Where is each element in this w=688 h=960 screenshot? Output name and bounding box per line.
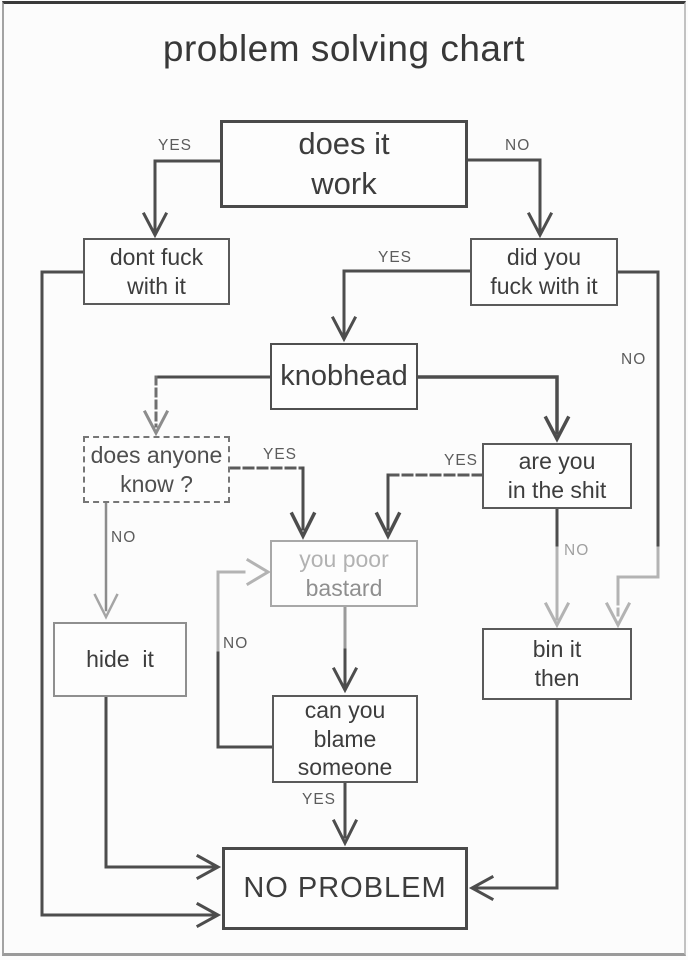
node-poor-bastard-line1: you poor (299, 545, 389, 572)
edge-knobhead-right (416, 375, 571, 443)
edge-hide-it-down (104, 695, 222, 881)
edge-label-did-you-fuck-yes: YES (378, 249, 413, 266)
node-hide-it: hide it (53, 622, 187, 697)
node-dont-fuck-line1: dont fuck (109, 243, 204, 270)
edge-label-did-you-fuck-no: NO (621, 351, 647, 368)
edge-dont-fuck-down (40, 270, 222, 929)
edge-can-you-blame-no (216, 557, 274, 749)
node-blame-line1: can you (304, 696, 386, 723)
edge-label-can-you-blame-no: NO (223, 635, 249, 652)
node-bin-it-then: bin it then (482, 628, 632, 700)
node-no-problem: NO PROBLEM (222, 847, 468, 930)
edge-can-you-blame-yes (331, 781, 359, 847)
node-did-you-fuck-line1: did you (506, 244, 582, 271)
edge-label-are-you-no: NO (564, 542, 590, 559)
edge-label-can-you-blame-yes: YES (302, 791, 337, 808)
node-does-it-work-line1: does it (298, 125, 390, 161)
node-dont-fuck-with-it: dont fuck with it (83, 238, 230, 305)
node-did-you-fuck-with-it: did you fuck with it (470, 238, 618, 306)
node-blame-line3: someone (297, 754, 393, 781)
edge-knobhead-left (142, 375, 272, 437)
node-dont-fuck-line2: with it (127, 272, 186, 299)
node-does-it-work: does it work (220, 120, 468, 208)
edge-bin-it-down (468, 698, 559, 902)
edge-does-it-work-yes (141, 159, 222, 239)
node-blame-line2: blame (313, 725, 377, 752)
node-does-anyone-line1: does anyone (90, 441, 223, 468)
edge-are-you-no (543, 507, 571, 629)
edge-does-anyone-no (93, 501, 119, 620)
edge-label-does-anyone-no: NO (111, 529, 137, 546)
node-are-you-line1: are you (518, 448, 596, 475)
node-knobhead-line1: knobhead (280, 360, 408, 393)
node-are-you-in-the-shit: are you in the shit (482, 443, 632, 509)
node-did-you-fuck-line2: fuck with it (490, 273, 598, 299)
node-does-anyone-line2: know ? (120, 470, 193, 497)
node-knobhead: knobhead (270, 343, 418, 410)
edge-did-you-fuck-yes (330, 269, 472, 343)
chart-title: problem solving chart (162, 28, 526, 69)
edge-label-does-it-work-yes: YES (158, 137, 193, 154)
node-no-problem-line1: NO PROBLEM (243, 872, 447, 905)
node-bin-it-line2: then (534, 665, 580, 691)
edge-poor-bastard-down (331, 605, 359, 694)
edge-does-anyone-yes (228, 466, 317, 540)
node-hide-it-line1: hide it (86, 646, 154, 673)
node-can-you-blame-someone: can you blame someone (272, 695, 418, 783)
edge-label-does-anyone-yes: YES (263, 446, 298, 463)
edge-does-it-work-no (466, 158, 554, 239)
edge-did-you-fuck-no (604, 270, 660, 629)
node-bin-it-line1: bin it (532, 636, 582, 663)
edge-label-are-you-yes: YES (444, 452, 479, 469)
edge-are-you-yes (374, 473, 484, 540)
node-you-poor-bastard: you poor bastard (270, 540, 418, 607)
node-does-anyone-know: does anyone know ? (83, 436, 230, 503)
node-poor-bastard-line2: bastard (305, 574, 383, 601)
node-are-you-line2: in the shit (507, 477, 607, 503)
edge-label-does-it-work-no: NO (505, 137, 531, 154)
node-does-it-work-line2: work (311, 166, 377, 201)
